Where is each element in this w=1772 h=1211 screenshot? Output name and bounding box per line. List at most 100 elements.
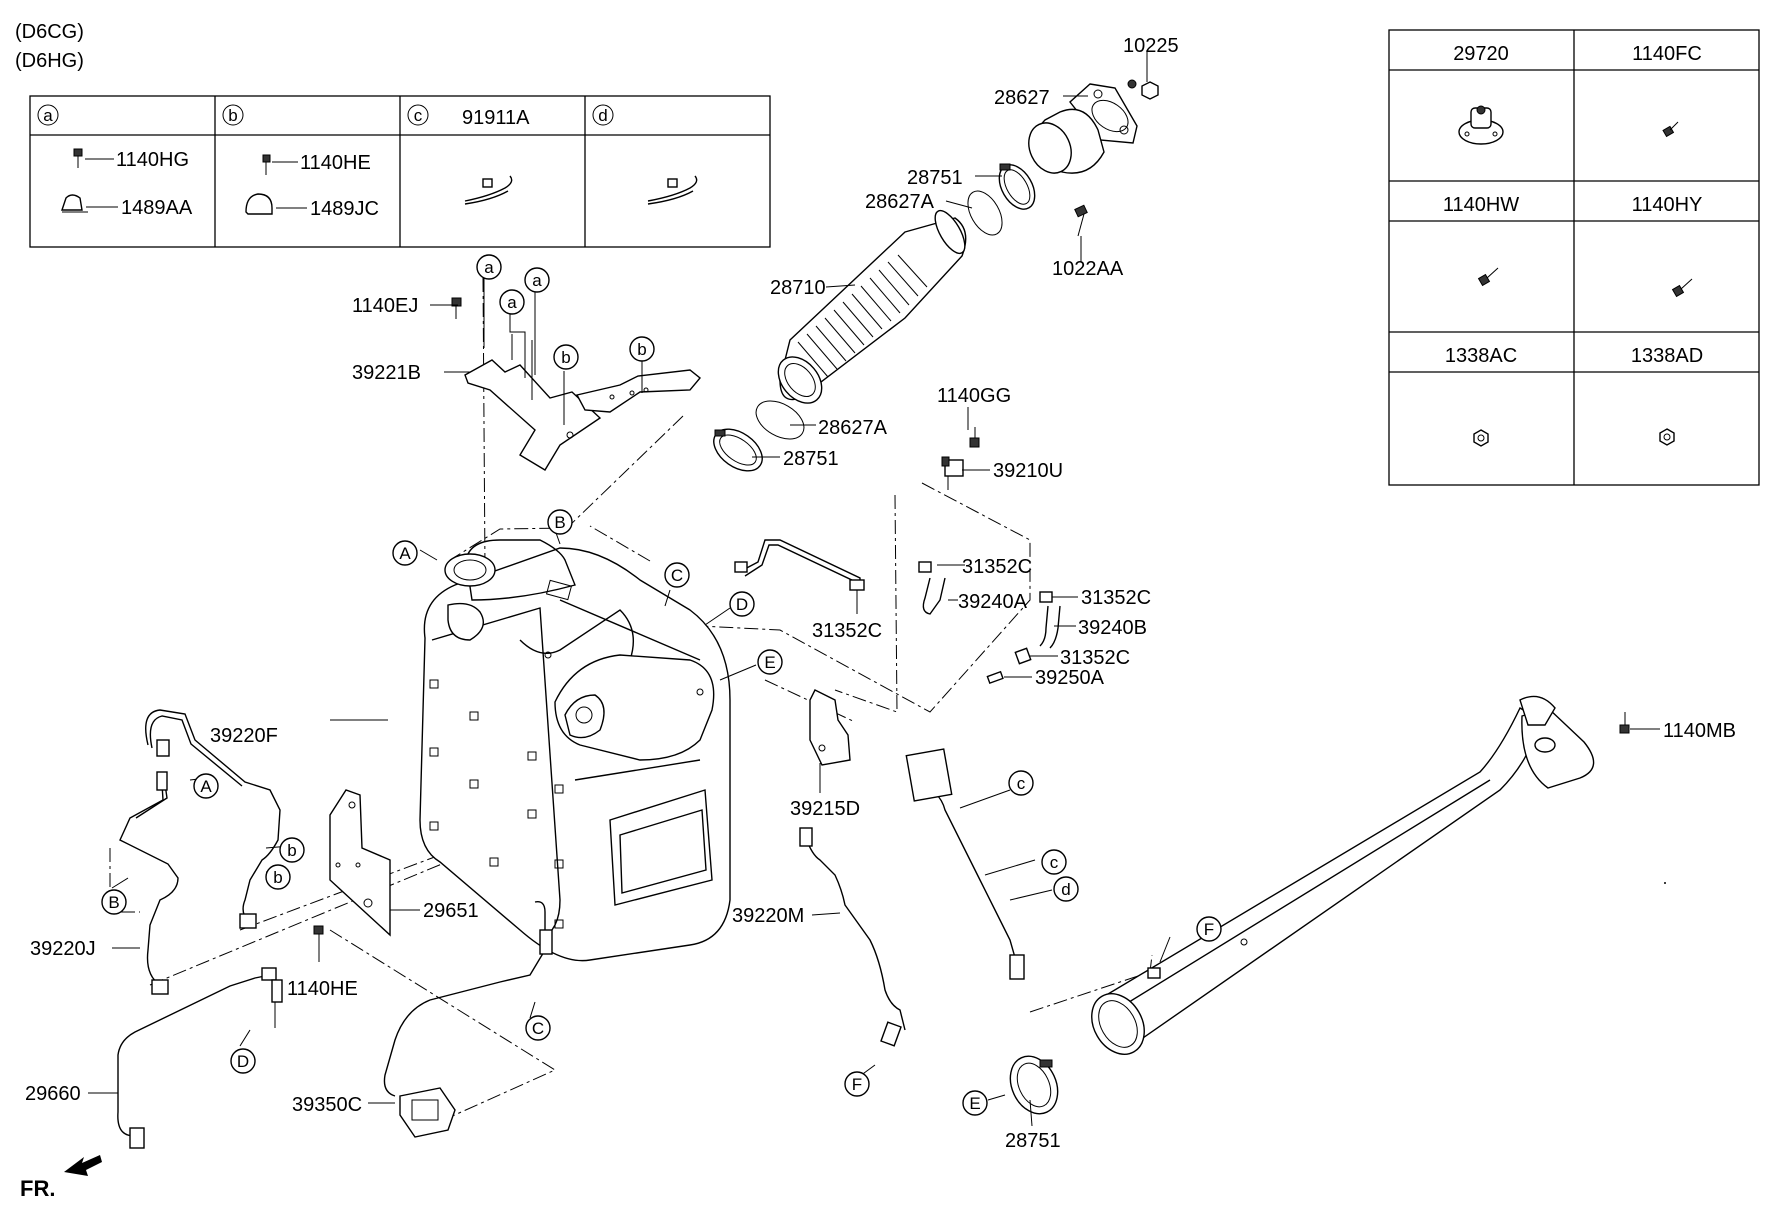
- callout-C-1[interactable]: C: [664, 562, 690, 588]
- cell-1140FC[interactable]: 1140FC: [1632, 43, 1702, 138]
- callout-E-1[interactable]: E: [757, 649, 783, 675]
- callout-d-1[interactable]: d: [1053, 876, 1079, 902]
- part-label-28710[interactable]: 28710: [770, 277, 826, 299]
- part-label-31352C-1[interactable]: 31352C: [962, 556, 1032, 578]
- bolt-1140MB[interactable]: [1619, 712, 1630, 734]
- callout-b-1[interactable]: b: [553, 344, 579, 370]
- bracket-39215D[interactable]: [809, 689, 851, 766]
- gasket-flange-28627: [1091, 99, 1129, 133]
- part-label-39220M[interactable]: 39220M: [732, 905, 804, 927]
- right-parts-table: 29720 1140FC 1140HW 1140HY: [1388, 29, 1760, 486]
- hose-39240B[interactable]: [1039, 591, 1061, 649]
- sensor-tube[interactable]: [734, 539, 865, 591]
- part-label-1022AA[interactable]: 1022AA: [1052, 258, 1124, 280]
- part-label-29651[interactable]: 29651: [423, 900, 479, 922]
- callout-A-1[interactable]: A: [392, 540, 418, 566]
- cell-1338AC[interactable]: 1338AC: [1445, 345, 1517, 447]
- part-label-10225[interactable]: 10225: [1123, 35, 1179, 57]
- part-label-1140HE[interactable]: 1140HE: [287, 978, 358, 1000]
- part-label-28751-top[interactable]: 28751: [907, 167, 963, 189]
- gasket-28627A-mid[interactable]: [749, 393, 810, 447]
- callout-a-1[interactable]: a: [476, 254, 502, 280]
- part-label-39215D[interactable]: 39215D: [790, 798, 860, 820]
- legend-cell-d[interactable]: d: [592, 104, 698, 205]
- legend-cell-c[interactable]: c 91911A: [407, 104, 530, 205]
- bolt-1140HE[interactable]: [313, 925, 324, 962]
- part-label-39220F[interactable]: 39220F: [210, 725, 278, 747]
- part-label-31352C-3[interactable]: 31352C: [812, 620, 882, 642]
- clamp-28751-bottom[interactable]: [1001, 1049, 1066, 1122]
- tail-pipe-right[interactable]: [1081, 695, 1595, 1063]
- dpf-muffler-body[interactable]: [419, 539, 731, 962]
- svg-text:D: D: [237, 1052, 249, 1071]
- part-label-1140MB[interactable]: 1140MB: [1663, 720, 1736, 742]
- legend-cell-b[interactable]: b 1140HE 1489JC: [222, 104, 379, 220]
- part-label-39220J[interactable]: 39220J: [30, 938, 96, 960]
- callout-F-1[interactable]: F: [844, 1071, 870, 1097]
- part-label-28751-bottom[interactable]: 28751: [1005, 1130, 1061, 1152]
- inlet-flange-28627[interactable]: [1021, 79, 1138, 180]
- part-label-39240A[interactable]: 39240A: [958, 591, 1028, 613]
- sensor-39220M[interactable]: [799, 827, 906, 1047]
- part-label-29660[interactable]: 29660: [25, 1083, 81, 1105]
- bolt-1140GG[interactable]: [969, 427, 980, 448]
- part-label-28627A-mid[interactable]: 28627A: [818, 417, 888, 439]
- bracket-39221B[interactable]: [464, 334, 701, 471]
- callout-D-1[interactable]: D: [729, 591, 755, 617]
- callout-C-2[interactable]: C: [525, 1015, 551, 1041]
- part-label-39350C[interactable]: 39350C: [292, 1094, 362, 1116]
- svg-text:b: b: [273, 868, 282, 887]
- part-label-39221B[interactable]: 39221B: [352, 362, 421, 384]
- sensor-29660[interactable]: [117, 967, 283, 1149]
- bolt-1140EJ[interactable]: [451, 297, 462, 319]
- callout-b-4[interactable]: b: [265, 864, 291, 890]
- fitting-31352C-4[interactable]: [1014, 647, 1032, 665]
- callout-F-2[interactable]: F: [1196, 916, 1222, 942]
- cell-1140HY[interactable]: 1140HY: [1632, 194, 1703, 298]
- pipe-39250A[interactable]: [986, 670, 1004, 685]
- part-label-1140GG[interactable]: 1140GG: [937, 385, 1011, 407]
- callout-B-2[interactable]: B: [101, 889, 127, 915]
- part-label-28751-mid[interactable]: 28751: [783, 448, 839, 470]
- callout-a-3[interactable]: a: [524, 267, 550, 293]
- callout-A-2[interactable]: A: [193, 773, 219, 799]
- part-label-39240B[interactable]: 39240B: [1078, 617, 1147, 639]
- cell-1338AD[interactable]: 1338AD: [1631, 345, 1703, 446]
- part-label-28627[interactable]: 28627: [994, 87, 1050, 109]
- part-label-39210U[interactable]: 39210U: [993, 460, 1063, 482]
- sensor-39210U[interactable]: [941, 456, 964, 490]
- bolt-icon: [1662, 121, 1679, 138]
- svg-text:b: b: [287, 841, 296, 860]
- callout-B-1[interactable]: B: [547, 509, 573, 535]
- legend-cell-a[interactable]: a 1140HG 1489AA: [37, 104, 193, 219]
- callout-c-1[interactable]: c: [1008, 770, 1034, 796]
- part-label-39250A[interactable]: 39250A: [1035, 667, 1105, 689]
- part-label-31352C-2[interactable]: 31352C: [1081, 587, 1151, 609]
- part-label-1140EJ[interactable]: 1140EJ: [352, 295, 418, 317]
- callout-E-2[interactable]: E: [962, 1090, 988, 1116]
- module-39350C[interactable]: [383, 901, 553, 1138]
- sensor-lower-right[interactable]: [905, 748, 1161, 980]
- cable-tie-icon: [647, 175, 698, 205]
- part-label-31352C-4[interactable]: 31352C: [1060, 647, 1130, 669]
- cell-1140HW[interactable]: 1140HW: [1443, 194, 1519, 287]
- callout-a-2[interactable]: a: [499, 289, 525, 315]
- bracket-29651[interactable]: [329, 789, 391, 937]
- callout-b-2[interactable]: b: [629, 336, 655, 362]
- callout-c-2[interactable]: c: [1041, 849, 1067, 875]
- part-label-28627A-top[interactable]: 28627A: [865, 191, 935, 213]
- nut-10225[interactable]: [1141, 81, 1159, 100]
- hose-39240A[interactable]: [918, 561, 946, 615]
- front-arrow-icon: [64, 1155, 102, 1176]
- callout-b-3[interactable]: b: [279, 837, 305, 863]
- clamp-icon: [245, 193, 273, 215]
- gasket-28627A-top[interactable]: [961, 185, 1009, 241]
- sensor-39220J[interactable]: [119, 771, 179, 995]
- callout-D-2[interactable]: D: [230, 1048, 256, 1074]
- clamp-28751-top[interactable]: [992, 159, 1042, 216]
- clamp-28751-mid[interactable]: [706, 421, 770, 480]
- bolt-1022AA[interactable]: [1074, 204, 1088, 237]
- svg-text:1489AA: 1489AA: [121, 197, 193, 219]
- flex-pipe-28710[interactable]: [769, 206, 970, 411]
- cell-29720[interactable]: 29720: [1453, 43, 1509, 145]
